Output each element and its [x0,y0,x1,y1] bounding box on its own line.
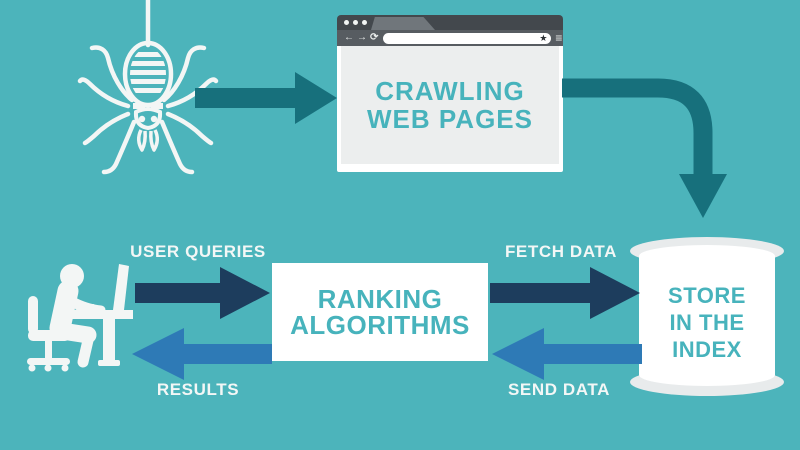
arrow-fetch-data [490,267,640,319]
crawling-web-pages-title: CRAWLING WEB PAGES [367,76,533,134]
browser-toolbar: ← → ⟳ ★ ≡ [337,30,563,46]
back-icon: ← [344,32,354,43]
ranking-line1: RANKING [317,284,443,314]
browser-page: CRAWLING WEB PAGES [341,46,559,164]
arrow-send-data [492,328,642,380]
browser-title-bar [337,15,563,30]
browser-window-dots-icon [344,20,367,25]
database-cylinder-icon [630,237,784,396]
arrow-browser-to-index [562,78,727,218]
forward-icon: → [357,32,367,43]
ranking-algorithms-box: RANKING ALGORITHMS [272,263,488,361]
person-at-desk-icon [27,264,133,372]
arrow-crawler-to-browser [195,72,337,124]
arrow-user-queries [135,267,270,319]
arrow-results [132,328,272,380]
send-data-label: SEND DATA [507,380,611,399]
user-queries-label: USER QUERIES [130,242,266,261]
bookmark-star-icon: ★ [539,32,548,43]
browser-body: CRAWLING WEB PAGES [337,46,563,172]
ranking-line2: ALGORITHMS [290,310,470,340]
browser-tab [371,17,435,30]
spider-crawler-icon [77,0,219,175]
monitor [113,264,129,310]
store-in-the-index-label: STORE IN THE INDEX [668,283,746,362]
browser-window-icon: ← → ⟳ ★ ≡ CRAWLING WEB PAGES [337,15,563,172]
results-label: RESULTS [156,380,240,399]
url-bar: ★ [383,32,552,44]
refresh-icon: ⟳ [370,32,379,43]
chair-back [28,296,38,334]
desk-top [72,310,133,319]
menu-icon: ≡ [555,31,563,45]
fetch-data-label: FETCH DATA [504,242,618,261]
